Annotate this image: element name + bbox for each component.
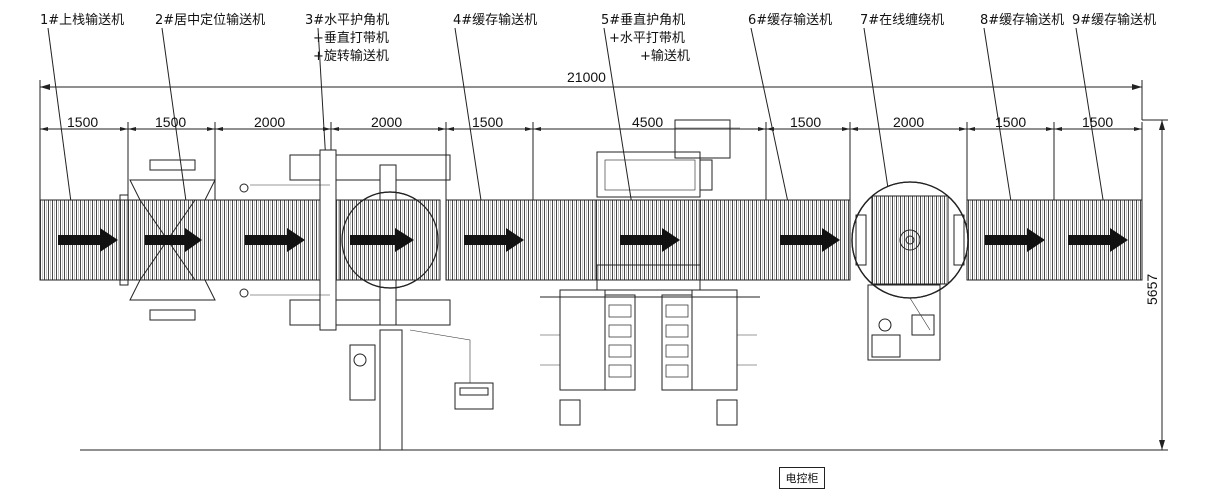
dimension-segment-10: 1500 [1082, 114, 1113, 130]
label-station-8: 8#缓存输送机 [980, 12, 1064, 28]
label-station-5-line1: 5#垂直护角机 [601, 13, 685, 28]
strapping-station-3 [239, 149, 494, 451]
dimension-segment-1: 1500 [67, 114, 98, 130]
dimension-segment-3: 2000 [254, 114, 285, 130]
flow-arrow-icon [620, 228, 680, 252]
dimension-segment-8: 2000 [893, 114, 924, 130]
flow-arrows [58, 228, 1128, 252]
flow-arrow-icon [1068, 228, 1128, 252]
label-station-4: 4#缓存输送机 [453, 12, 537, 28]
label-station-5-line2: +水平打带机 [609, 31, 685, 46]
label-station-2: 2#居中定位输送机 [155, 12, 265, 28]
dimension-height-value: 5657 [1144, 274, 1160, 305]
flow-arrow-icon [464, 228, 524, 252]
dimension-segment-9: 1500 [995, 114, 1026, 130]
flow-arrow-icon [985, 228, 1045, 252]
flow-arrow-icon [245, 228, 305, 252]
dimension-segment-6: 4500 [632, 114, 663, 130]
label-station-9: 9#缓存输送机 [1072, 12, 1156, 28]
dimension-segment-4: 2000 [371, 114, 402, 130]
strapping-station-5 [540, 119, 760, 426]
dimension-segment-7: 1500 [790, 114, 821, 130]
label-station-6: 6#缓存输送机 [748, 12, 832, 28]
conveyor-line [39, 199, 1143, 281]
electrical-cabinet-label: 电控柜 [779, 467, 825, 489]
label-station-3-line3: +旋转输送机 [313, 48, 389, 64]
dimension-total-value: 21000 [567, 69, 606, 85]
dimension-height: 5657 [80, 119, 1168, 451]
label-station-7: 7#在线缠绕机 [860, 12, 944, 28]
flow-arrow-icon [780, 228, 840, 252]
flow-arrow-icon [145, 228, 202, 252]
label-station-3-line2: +垂直打带机 [313, 31, 389, 46]
label-station-5-line3: +输送机 [640, 48, 690, 64]
wrapping-station-7 [851, 181, 969, 361]
dimension-segment-2: 1500 [155, 114, 186, 130]
label-station-3-line1: 3#水平护角机 [305, 13, 389, 28]
station-labels: 1#上栈输送机 2#居中定位输送机 3#水平护角机 +垂直打带机 +旋转输送机 … [40, 12, 1156, 64]
flow-arrow-icon [350, 228, 414, 252]
control-panel-icon [454, 382, 494, 410]
label-station-1: 1#上栈输送机 [40, 12, 124, 28]
flow-arrow-icon [58, 228, 118, 252]
dimension-segment-5: 1500 [472, 114, 503, 130]
dimension-segments: 1500 1500 2000 2000 1500 4500 1500 2000 … [39, 114, 1143, 200]
